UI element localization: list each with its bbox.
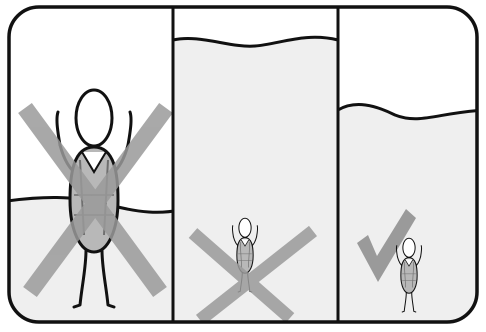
panels-group xyxy=(0,37,486,328)
